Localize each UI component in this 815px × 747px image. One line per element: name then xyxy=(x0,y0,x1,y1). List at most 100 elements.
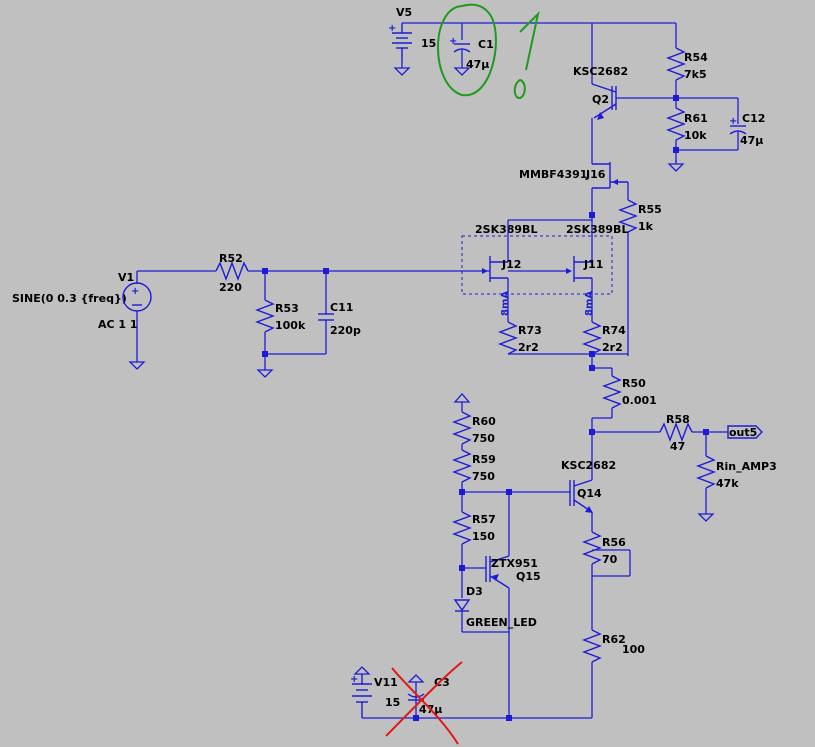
v5-ground-symbol xyxy=(393,67,411,76)
r52-resistor-symbol[interactable] xyxy=(215,261,249,281)
c12-capacitor-symbol[interactable]: + xyxy=(729,116,747,135)
rin-amp3-name: Rin_AMP3 xyxy=(716,460,777,473)
j12-model: 2SK389BL xyxy=(475,223,537,236)
svg-text:+: + xyxy=(729,116,737,127)
j12-name: J12 xyxy=(501,258,521,271)
q14-transistor-symbol[interactable] xyxy=(569,479,593,513)
svg-text:+: + xyxy=(388,23,396,34)
rin-amp3-value: 47k xyxy=(716,477,739,490)
j16-model: MMBF4391 xyxy=(519,168,587,181)
q15-transistor-symbol[interactable] xyxy=(485,555,510,589)
r60-value: 750 xyxy=(472,432,495,445)
c3-ground-symbol xyxy=(407,674,425,683)
r61-value: 10k xyxy=(684,129,707,142)
j11-model: 2SK389BL xyxy=(566,223,628,236)
r54-value: 7k5 xyxy=(684,68,707,81)
d3-model: GREEN_LED xyxy=(466,616,537,629)
r53-ground-symbol xyxy=(256,369,274,378)
red-cross-annotation xyxy=(385,661,463,745)
v1-name: V1 xyxy=(118,271,134,284)
j16-name: J16 xyxy=(585,168,606,181)
q2-model: KSC2682 xyxy=(573,65,628,78)
q14-model: KSC2682 xyxy=(561,459,616,472)
j11-current: 8mA xyxy=(584,291,595,316)
svg-text:+: + xyxy=(449,36,457,47)
r56-resistor-symbol[interactable] xyxy=(582,531,602,565)
c11-name: C11 xyxy=(330,301,353,314)
r55-name: R55 xyxy=(638,203,662,216)
r57-name: R57 xyxy=(472,513,496,526)
svg-text:+: + xyxy=(131,286,139,297)
r73-resistor-symbol[interactable] xyxy=(498,321,518,355)
c12-name: C12 xyxy=(742,112,765,125)
v1-sine-source-symbol[interactable]: + xyxy=(122,282,152,312)
r52-value: 220 xyxy=(219,281,242,294)
r54-name: R54 xyxy=(684,51,708,64)
rin-amp3-ground-symbol xyxy=(697,513,715,522)
c1-capacitor-symbol[interactable]: + xyxy=(449,36,471,53)
r55-resistor-symbol[interactable] xyxy=(618,199,638,233)
r73-name: R73 xyxy=(518,324,542,337)
c1-ground-symbol xyxy=(453,67,471,76)
r57-resistor-symbol[interactable] xyxy=(452,511,472,545)
r59-name: R59 xyxy=(472,453,496,466)
v11-name: V11 xyxy=(374,676,398,689)
rin-amp3-resistor-symbol[interactable] xyxy=(696,455,716,489)
r53-value: 100k xyxy=(275,319,306,332)
r61-ground-symbol xyxy=(667,163,685,172)
r54-resistor-symbol[interactable] xyxy=(666,47,686,81)
v5-battery-symbol[interactable]: + xyxy=(388,23,412,62)
r73-value: 2r2 xyxy=(518,341,539,354)
r56-name: R56 xyxy=(602,536,626,549)
r74-resistor-symbol[interactable] xyxy=(582,321,602,355)
q15-model: ZTX951 xyxy=(491,557,538,570)
r59-resistor-symbol[interactable] xyxy=(452,449,472,483)
r74-name: R74 xyxy=(602,324,626,337)
out5-net-label[interactable]: out5 xyxy=(727,425,763,439)
r62-value: 100 xyxy=(622,643,645,656)
r62-resistor-symbol[interactable] xyxy=(582,629,602,663)
r61-resistor-symbol[interactable] xyxy=(666,107,686,141)
c11-value: 220p xyxy=(330,324,361,337)
j11-name: J11 xyxy=(583,258,603,271)
v5-value: 15 xyxy=(421,37,436,50)
j12-current: 8mA xyxy=(500,291,511,316)
c3-name: C3 xyxy=(434,676,450,689)
j11-jfet-symbol[interactable] xyxy=(566,256,592,282)
r57-value: 150 xyxy=(472,530,495,543)
r58-resistor-symbol[interactable] xyxy=(659,422,693,442)
q2-name: Q2 xyxy=(592,93,609,106)
c11-capacitor-symbol[interactable] xyxy=(318,313,334,321)
d3-name: D3 xyxy=(466,585,483,598)
v5-name: V5 xyxy=(396,6,412,19)
q15-name: Q15 xyxy=(516,570,541,583)
r53-resistor-symbol[interactable] xyxy=(255,299,275,333)
r53-name: R53 xyxy=(275,302,299,315)
out5-label: out5 xyxy=(729,426,757,439)
d3-led-symbol[interactable] xyxy=(453,599,471,612)
r50-name: R50 xyxy=(622,377,646,390)
v11-battery-symbol[interactable]: + xyxy=(350,674,372,718)
r74-value: 2r2 xyxy=(602,341,623,354)
r52-name: R52 xyxy=(219,252,243,265)
r60-supply-arrow-symbol xyxy=(453,393,471,403)
j16-jfet-symbol[interactable] xyxy=(592,162,628,189)
r50-resistor-symbol[interactable] xyxy=(602,375,622,409)
v11-ground-symbol xyxy=(353,666,371,675)
r58-value: 47 xyxy=(670,440,685,453)
r61-name: R61 xyxy=(684,112,708,125)
r59-value: 750 xyxy=(472,470,495,483)
r60-name: R60 xyxy=(472,415,496,428)
svg-text:+: + xyxy=(350,674,358,685)
r50-value: 0.001 xyxy=(622,394,657,407)
r58-name: R58 xyxy=(666,413,690,426)
r55-value: 1k xyxy=(638,220,654,233)
c1-value: 47µ xyxy=(466,58,489,71)
v11-value: 15 xyxy=(385,696,400,709)
2sk389-dual-package-outline xyxy=(461,235,613,295)
r62-name: R62 xyxy=(602,633,626,646)
r60-resistor-symbol[interactable] xyxy=(452,411,472,445)
r56-value: 70 xyxy=(602,553,618,566)
c12-value: 47µ xyxy=(740,134,763,147)
